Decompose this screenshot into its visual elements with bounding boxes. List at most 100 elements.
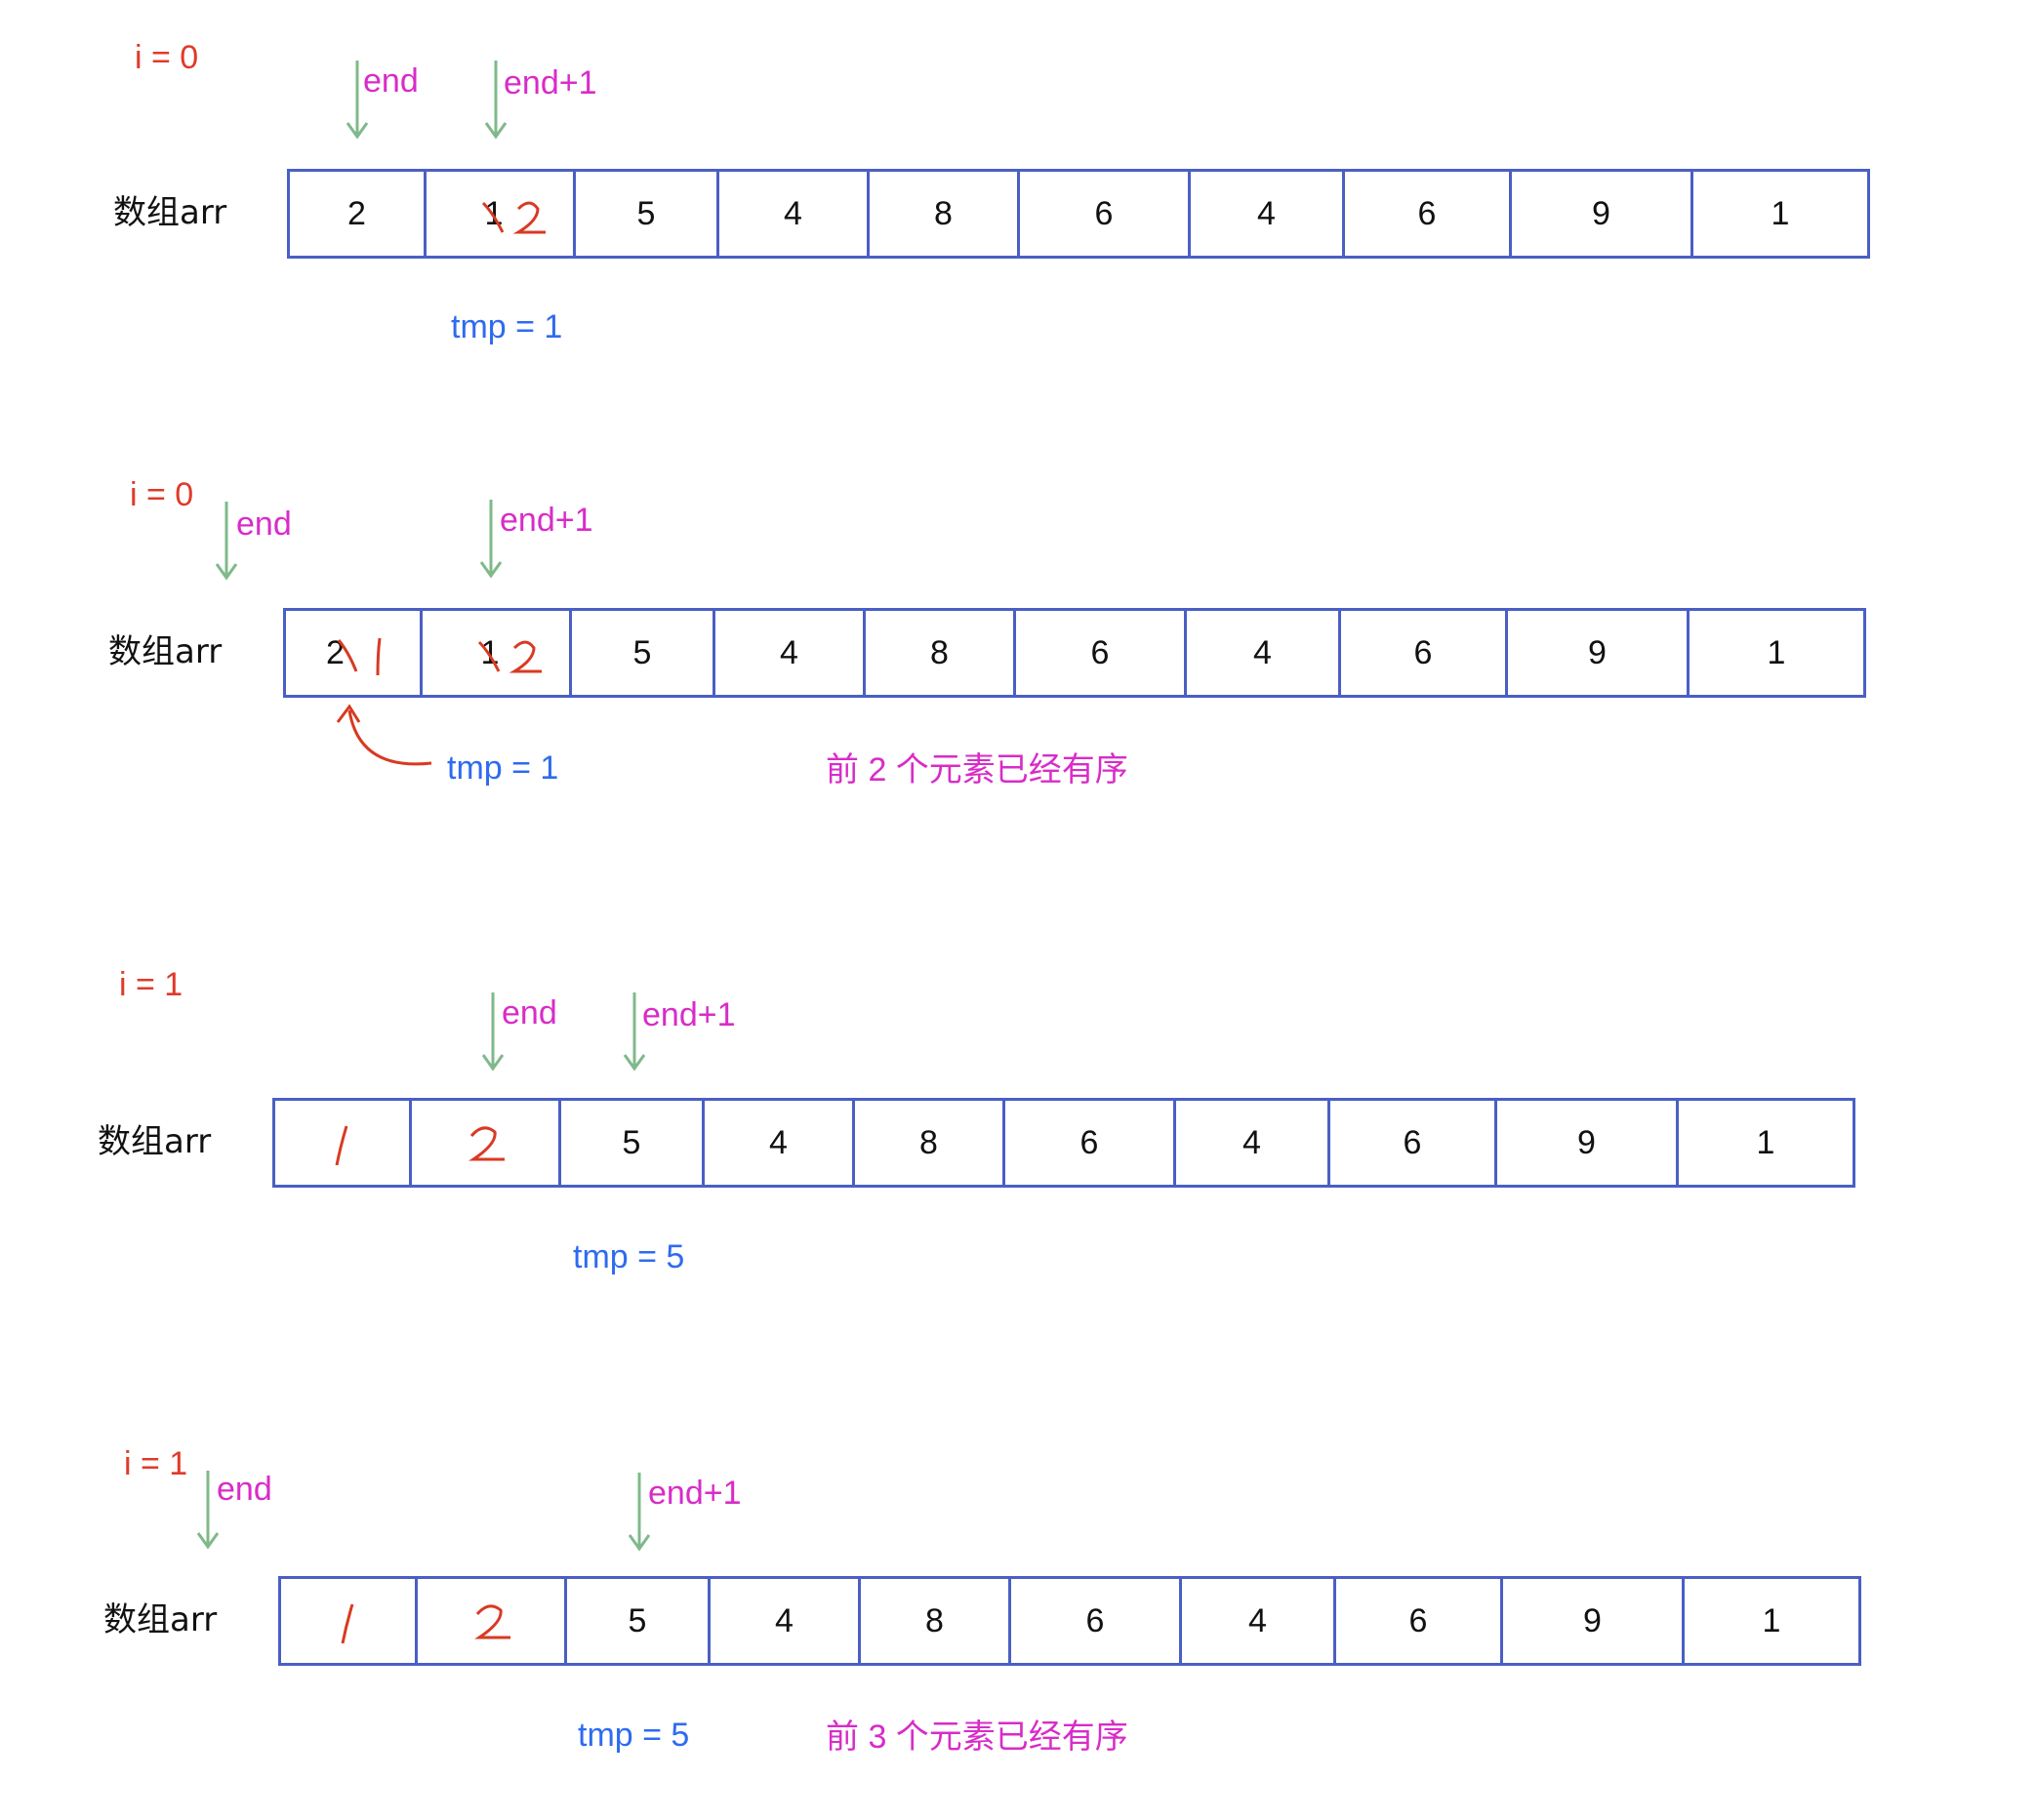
- sorted-note: 前 2 个元素已经有序: [826, 751, 1128, 789]
- array-cell: 8: [866, 611, 1016, 695]
- array-cell: 6: [1020, 172, 1191, 256]
- end-plus-one-label: end+1: [504, 64, 597, 101]
- cell-value: 8: [934, 194, 953, 232]
- index-label: i = 0: [135, 39, 199, 76]
- cell-value: 4: [1248, 1601, 1267, 1639]
- array-cell: 1: [1690, 611, 1863, 695]
- step-panel-1: i = 0 end end+1 数组arr 2 1 5 4 8 6 4 6 9 …: [0, 0, 2036, 410]
- array-cell: 6: [1330, 1101, 1497, 1185]
- cell-value: 6: [1403, 1123, 1422, 1161]
- array-cell: 9: [1512, 172, 1693, 256]
- array-name-label: 数组arr: [98, 1122, 212, 1161]
- handwritten-two-mark: [468, 1126, 505, 1161]
- cell-value: 5: [628, 1601, 647, 1639]
- array-cell: 4: [1182, 1579, 1336, 1663]
- array-cell: 6: [1005, 1101, 1176, 1185]
- cell-value: 9: [1592, 194, 1610, 232]
- end-plus-one-label: end+1: [500, 502, 593, 539]
- end-plus-one-pointer-arrow-icon: [628, 1473, 651, 1552]
- array-cell: 1: [1685, 1579, 1858, 1663]
- array-cell: 5: [567, 1579, 711, 1663]
- index-label: i = 1: [119, 966, 183, 1003]
- array-cell: [281, 1579, 418, 1663]
- array-cell: 4: [715, 611, 866, 695]
- array-cell: 4: [1191, 172, 1345, 256]
- array-cell: [412, 1101, 561, 1185]
- cell-value: 4: [1253, 633, 1272, 671]
- end-plus-one-pointer-arrow-icon: [479, 500, 503, 579]
- step-panel-2: i = 0 end end+1 数组arr 2 1 5 4 8 6 4: [0, 439, 2036, 849]
- cell-value: 4: [1257, 194, 1276, 232]
- array-cell: 5: [572, 611, 715, 695]
- end-pointer-arrow-icon: [215, 502, 238, 581]
- tmp-label: tmp = 1: [447, 749, 559, 787]
- handwritten-two-mark: [474, 1604, 510, 1639]
- array-cell: 5: [561, 1101, 705, 1185]
- tmp-label: tmp = 5: [573, 1238, 685, 1275]
- cell-value: 4: [784, 194, 802, 232]
- end-pointer-arrow-icon: [196, 1471, 220, 1550]
- array-cell: 4: [711, 1579, 861, 1663]
- array-cell: 1: [1679, 1101, 1853, 1185]
- array-row: 2 1 5 4 8 6 4 6 9 1: [283, 608, 1866, 698]
- cell-value: 8: [930, 633, 949, 671]
- curved-return-arrow-icon: [336, 704, 432, 766]
- cell-value: 4: [769, 1123, 788, 1161]
- end-pointer-arrow-icon: [481, 992, 505, 1072]
- end-plus-one-pointer-arrow-icon: [484, 61, 508, 140]
- cell-value: 4: [1242, 1123, 1261, 1161]
- array-row: 2 1 5 4 8 6 4 6 9 1: [287, 169, 1870, 259]
- cell-value: 6: [1079, 1123, 1099, 1161]
- cell-value: 6: [1408, 1601, 1428, 1639]
- array-cell: 4: [705, 1101, 855, 1185]
- end-pointer-arrow-icon: [346, 61, 369, 140]
- tmp-label: tmp = 5: [578, 1717, 690, 1754]
- array-cell: 2: [290, 172, 427, 256]
- end-plus-one-pointer-arrow-icon: [623, 992, 646, 1072]
- array-cell: 6: [1336, 1579, 1503, 1663]
- handwritten-one-mark: [341, 1603, 354, 1644]
- cell-value: 9: [1577, 1123, 1596, 1161]
- end-label: end: [502, 994, 557, 1031]
- index-label: i = 1: [124, 1445, 188, 1482]
- cell-value: 5: [636, 194, 656, 232]
- cell-value: 1: [484, 194, 504, 232]
- end-label: end: [236, 506, 292, 543]
- array-cell: 4: [1187, 611, 1341, 695]
- cell-value: 6: [1094, 194, 1114, 232]
- cell-value: 2: [326, 633, 345, 671]
- cell-value: 1: [1756, 1123, 1775, 1161]
- array-cell: 4: [719, 172, 870, 256]
- array-cell: 5: [576, 172, 719, 256]
- cell-value: 6: [1413, 633, 1433, 671]
- array-name-label: 数组arr: [108, 632, 223, 671]
- cell-value: 8: [925, 1601, 944, 1639]
- cell-value: 2: [347, 194, 366, 232]
- cell-value: 6: [1090, 633, 1110, 671]
- array-name-label: 数组arr: [103, 1600, 218, 1639]
- cell-value: 9: [1583, 1601, 1602, 1639]
- cell-value: 6: [1085, 1601, 1105, 1639]
- cell-value: 1: [480, 633, 500, 671]
- step-panel-4: i = 1 end end+1 数组arr 5 4 8 6 4 6 9 1: [0, 1410, 2036, 1820]
- array-cell: [275, 1101, 412, 1185]
- sorted-note: 前 3 个元素已经有序: [826, 1719, 1128, 1756]
- array-cell: 9: [1497, 1101, 1679, 1185]
- end-plus-one-label: end+1: [648, 1475, 742, 1512]
- array-cell: 1: [1693, 172, 1867, 256]
- array-cell: 6: [1345, 172, 1512, 256]
- cell-value: 5: [622, 1123, 641, 1161]
- cell-value: 8: [919, 1123, 938, 1161]
- cell-value: 4: [780, 633, 798, 671]
- end-plus-one-label: end+1: [642, 996, 736, 1033]
- handwritten-one-mark: [335, 1125, 348, 1166]
- array-cell: 6: [1011, 1579, 1182, 1663]
- array-cell: 6: [1341, 611, 1508, 695]
- end-label: end: [363, 62, 419, 100]
- array-cell: 6: [1016, 611, 1187, 695]
- end-label: end: [217, 1471, 272, 1508]
- array-cell: 1: [423, 611, 572, 695]
- step-panel-3: i = 1 end end+1 数组arr 5 4 8 6 4 6 9 1: [0, 932, 2036, 1342]
- array-row: 5 4 8 6 4 6 9 1: [272, 1098, 1855, 1188]
- array-cell: [418, 1579, 567, 1663]
